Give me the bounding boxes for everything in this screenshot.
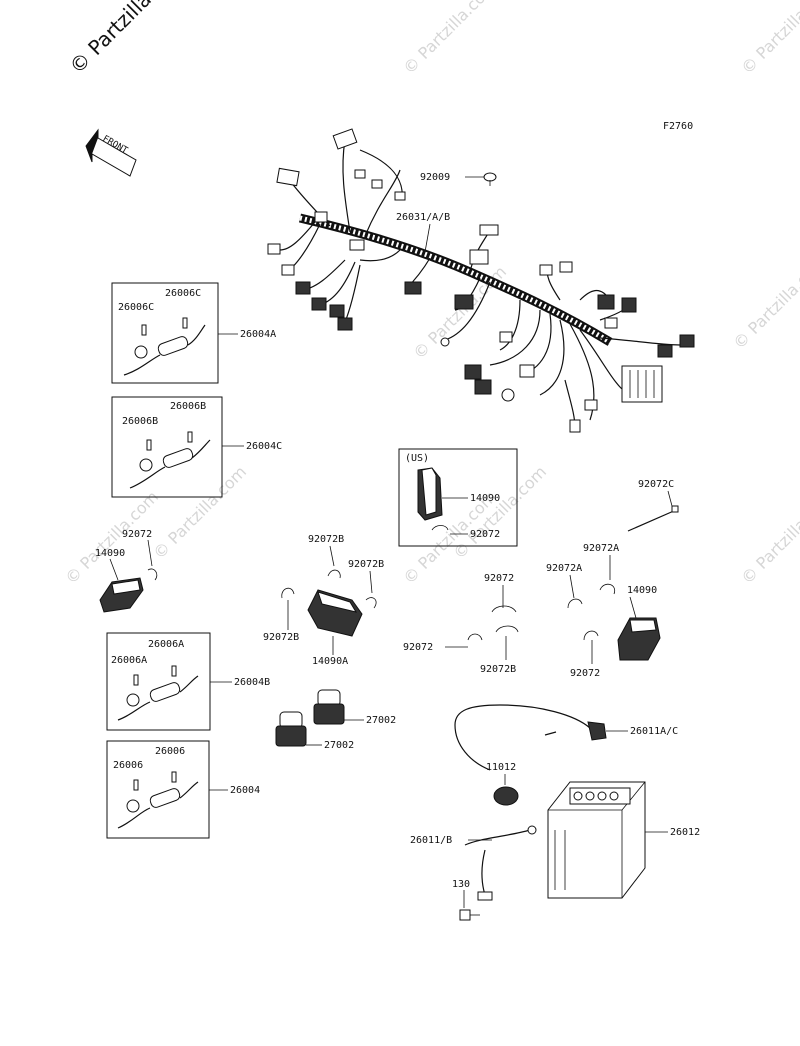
part-label: 92072	[122, 529, 152, 540]
part-label: 26006A	[148, 639, 184, 650]
part-label: 26012	[670, 827, 700, 838]
part-label: 26006A	[111, 655, 147, 666]
part-label: 27002	[366, 715, 396, 726]
watermark: © Partzilla.com	[737, 0, 800, 78]
part-label: 92072B	[308, 534, 344, 545]
fuse-holder-26004B	[117, 665, 199, 721]
part-label: 92072C	[638, 479, 674, 490]
part-label: 92072	[470, 529, 500, 540]
fuse-holder-26004A	[123, 317, 206, 376]
part-label: 92072B	[348, 559, 384, 570]
cover-14090-us	[417, 467, 449, 531]
part-label: 26006C	[165, 288, 201, 299]
watermark: © Partzilla.com	[399, 0, 500, 78]
part-label: 92072B	[480, 664, 516, 675]
figure-code: F2760	[663, 121, 693, 132]
part-label: 26006B	[122, 416, 158, 427]
part-label: 92072A	[546, 563, 582, 574]
watermark: © Partzilla.com	[409, 262, 510, 363]
cable-26011AC	[454, 704, 607, 771]
part-label: 26004B	[234, 677, 270, 688]
us-box	[398, 448, 518, 547]
front-arrow: FRONT	[85, 128, 137, 177]
part-label: 92072A	[583, 543, 619, 554]
us-label: (US)	[405, 453, 429, 464]
watermark: © Partzilla.com	[149, 462, 250, 563]
fuse-holder-26004C	[129, 431, 211, 489]
part-label: 27002	[324, 740, 354, 751]
part-label: 14090A	[312, 656, 348, 667]
clamps-middle	[467, 605, 519, 641]
part-label: 11012	[486, 762, 516, 773]
part-label: 26004A	[240, 329, 276, 340]
part-label: 14090	[470, 493, 500, 504]
part-label: 14090	[95, 548, 125, 559]
cable-26011B	[464, 825, 537, 901]
bolt-130	[459, 909, 480, 921]
cover-14090-right	[567, 583, 661, 661]
part-label: 92072	[484, 573, 514, 584]
partzilla-watermark: © Partzilla.	[65, 0, 161, 79]
part-label: 26006C	[118, 302, 154, 313]
part-label: 14090	[627, 585, 657, 596]
cover-14090-left	[99, 568, 158, 613]
kit-box-26004A	[111, 282, 219, 384]
part-label: 26004C	[246, 441, 282, 452]
part-label: 92072B	[263, 632, 299, 643]
battery-26012	[547, 781, 646, 899]
part-label: 26011A/C	[630, 726, 678, 737]
part-label: 130	[452, 879, 470, 890]
relay-27002-a	[313, 689, 345, 725]
part-label: 26011/B	[410, 835, 452, 846]
kit-box-26004C	[111, 396, 223, 498]
part-label: 92009	[420, 172, 450, 183]
part-label: 26006	[155, 746, 185, 757]
part-label: 26006B	[170, 401, 206, 412]
kit-box-26004	[106, 740, 210, 839]
cable-tie-92072C	[627, 509, 677, 532]
part-label: 26006	[113, 760, 143, 771]
watermark: © Partzilla.com	[737, 487, 800, 588]
part-label: 92072	[570, 668, 600, 679]
part-label: 26031/A/B	[396, 212, 450, 223]
part-label: 26004	[230, 785, 260, 796]
main-harness	[267, 128, 695, 433]
watermark: © Partzilla.com	[729, 252, 800, 353]
part-label: 92072	[403, 642, 433, 653]
relay-27002-b	[275, 711, 307, 747]
kit-box-26004B	[106, 632, 211, 731]
terminal-cover-11012	[493, 786, 519, 806]
bolt-92009	[465, 172, 497, 186]
fuse-holder-26004	[117, 771, 199, 829]
cover-14090A	[281, 569, 377, 637]
